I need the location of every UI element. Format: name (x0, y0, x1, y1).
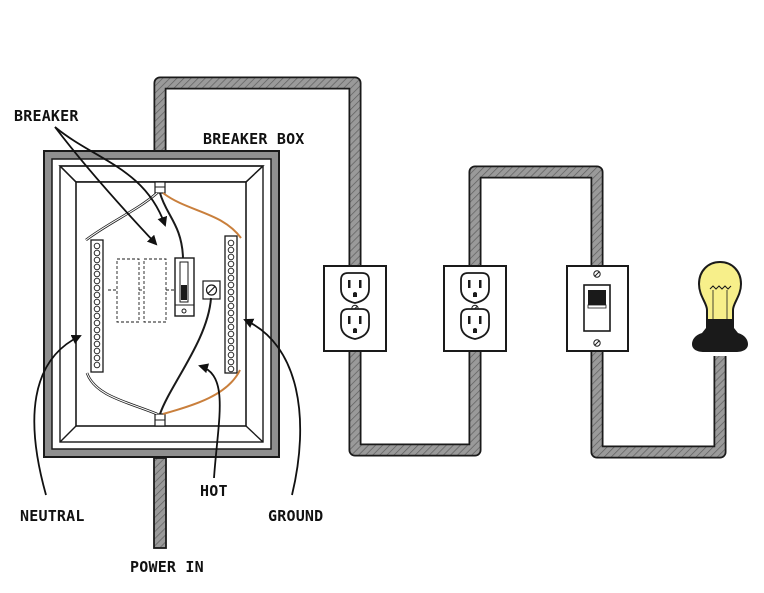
neutral-bus-bar (90, 239, 104, 373)
empty-breaker-slots (108, 258, 175, 323)
label-hot: HOT (200, 482, 228, 500)
ground-bus-bar (224, 235, 238, 374)
label-ground: GROUND (268, 507, 324, 525)
conduit-outlet-to-switch (468, 165, 604, 268)
arrow-hot (198, 363, 221, 479)
panel-wiring (85, 192, 242, 416)
terminal-screw (202, 280, 221, 300)
arrow-neutral (33, 334, 82, 496)
outlet-2 (443, 265, 507, 352)
label-breaker: BREAKER (14, 107, 79, 125)
conduit-power-in (153, 457, 167, 549)
label-power-in: POWER IN (130, 558, 204, 576)
arrow-breaker-to-slot (54, 126, 158, 246)
light-switch (566, 265, 629, 352)
arrow-breaker-to-breaker (54, 126, 168, 227)
cable-clamp-top (154, 181, 166, 194)
conduit-panel-to-outlet (153, 76, 362, 268)
label-breaker-box: BREAKER BOX (203, 130, 305, 148)
cable-clamp-bottom (154, 413, 166, 427)
conduit-switch-to-light (590, 350, 727, 459)
label-neutral: NEUTRAL (20, 507, 85, 525)
conduit-outlet-to-outlet (348, 350, 482, 457)
label-arrows (33, 126, 302, 496)
breaker (174, 257, 195, 317)
outlet-1 (323, 265, 387, 352)
light-bulb (692, 260, 748, 352)
arrow-ground (243, 318, 302, 496)
